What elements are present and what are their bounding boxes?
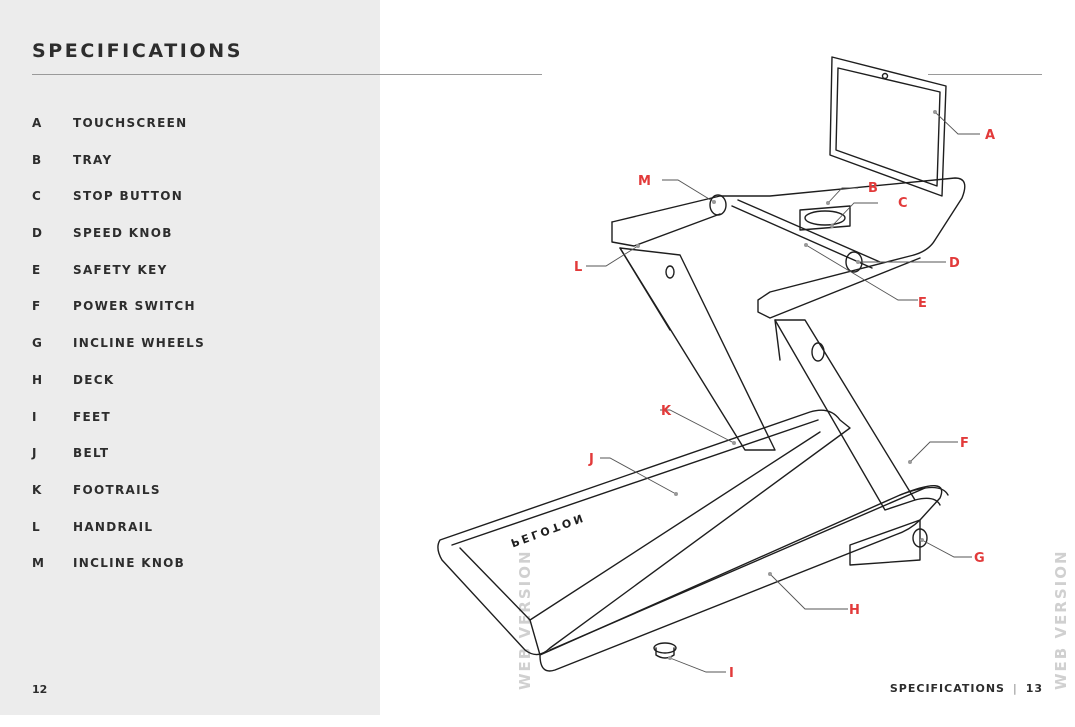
title-rule	[32, 74, 542, 75]
spec-name: INCLINE KNOB	[73, 556, 186, 571]
spec-name: BELT	[73, 446, 110, 461]
footer-section-label: SPECIFICATIONS	[889, 682, 1005, 695]
list-item: K FOOTRAILS	[32, 483, 205, 520]
spec-letter: B	[32, 152, 42, 167]
callout-d: D	[949, 256, 960, 271]
spec-letter: A	[32, 116, 43, 130]
spec-name: INCLINE WHEELS	[73, 336, 206, 351]
spec-name: DECK	[73, 372, 115, 387]
spec-name: SPEED KNOB	[73, 226, 173, 241]
spec-letter: I	[32, 409, 38, 424]
feet-illustration	[653, 528, 928, 659]
spec-letter: H	[32, 372, 43, 387]
callout-a: A	[985, 128, 995, 143]
page-title: SPECIFICATIONS	[32, 40, 243, 62]
callout-k: K	[661, 404, 672, 419]
list-item: I FEET	[32, 410, 205, 447]
spec-letter: F	[32, 299, 41, 314]
callout-m: M	[638, 174, 651, 189]
deck-brand: PELOTON	[509, 510, 587, 549]
list-item: L HANDRAIL	[32, 520, 205, 557]
callout-b: B	[868, 181, 878, 196]
touchscreen-illustration	[829, 56, 947, 197]
spec-letter: D	[32, 226, 43, 241]
page-number-left: 12	[32, 683, 48, 696]
spec-letter: M	[32, 556, 45, 571]
footer-separator: |	[1012, 682, 1018, 695]
callout-i: I	[729, 666, 734, 681]
spec-letter: G	[32, 336, 43, 351]
treadmill-diagram: PELOTON A B C D E F G H I J K L M	[437, 56, 995, 681]
uprights-illustration	[619, 247, 916, 511]
list-item: G INCLINE WHEELS	[32, 336, 205, 373]
list-item: A TOUCHSCREEN	[32, 116, 205, 153]
list-item: E SAFETY KEY	[32, 263, 205, 300]
callout-h: H	[849, 603, 860, 618]
spec-list: A TOUCHSCREEN B TRAY C STOP BUTTON D SPEED K…	[32, 116, 205, 593]
title-rule-right	[928, 74, 1042, 75]
spec-name: TOUCHSCREEN	[73, 116, 188, 130]
callout-j: J	[588, 452, 594, 467]
spec-letter: K	[32, 482, 43, 497]
list-item: C STOP BUTTON	[32, 189, 205, 226]
spec-name: FOOTRAILS	[73, 482, 161, 497]
spec-name: SAFETY KEY	[73, 262, 168, 277]
list-item: B TRAY	[32, 153, 205, 190]
page-number-right: 13	[1025, 682, 1043, 695]
callout-c: C	[898, 196, 908, 211]
handrail-illustration	[611, 177, 966, 319]
spec-name: STOP BUTTON	[73, 189, 184, 204]
callout-e: E	[918, 296, 927, 311]
list-item: D SPEED KNOB	[32, 226, 205, 263]
spec-letter: J	[32, 446, 38, 461]
spec-name: FEET	[73, 409, 111, 424]
list-item: H DECK	[32, 373, 205, 410]
spec-letter: E	[32, 262, 41, 277]
list-item: M INCLINE KNOB	[32, 556, 205, 593]
spec-name: HANDRAIL	[73, 519, 154, 534]
deck-illustration	[437, 409, 949, 672]
footer-right: SPECIFICATIONS | 13	[890, 682, 1043, 695]
list-item: J BELT	[32, 446, 205, 483]
spec-letter: L	[32, 519, 41, 534]
left-page-panel	[0, 0, 380, 715]
callout-g: G	[974, 551, 985, 566]
spec-name: POWER SWITCH	[73, 299, 196, 314]
callout-l: L	[574, 260, 582, 275]
spec-name: TRAY	[73, 152, 113, 167]
callout-f: F	[960, 436, 969, 451]
spec-letter: C	[32, 189, 42, 204]
list-item: F POWER SWITCH	[32, 299, 205, 336]
